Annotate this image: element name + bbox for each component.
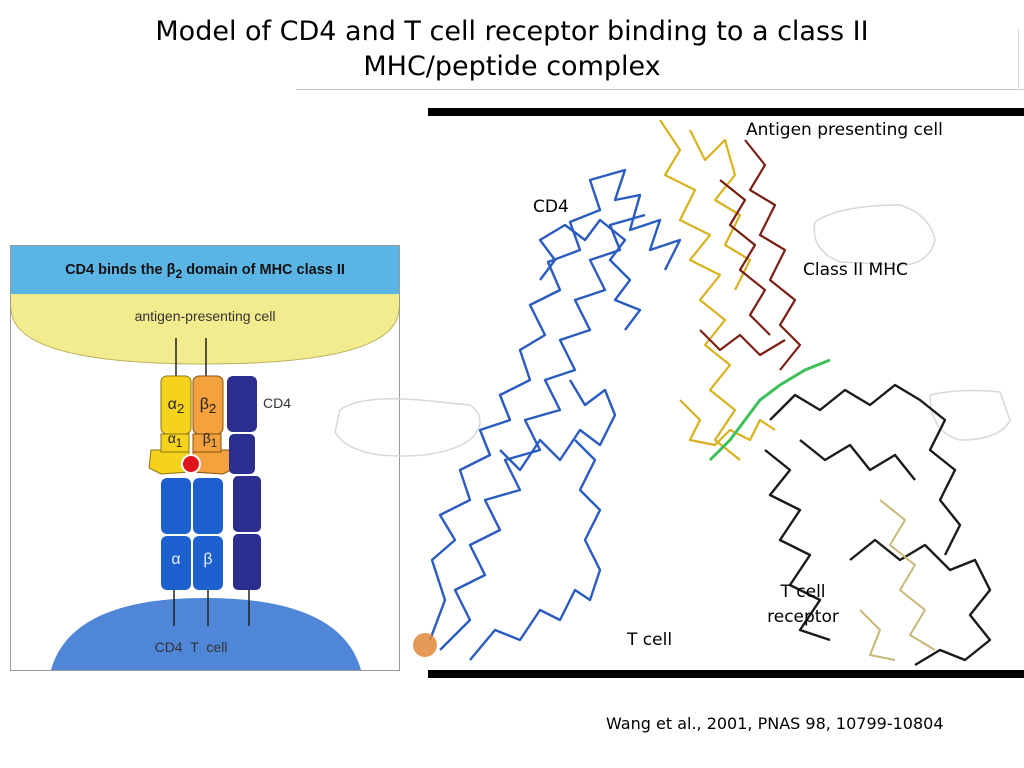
diagram-drawing (11, 294, 399, 670)
diagram-header: CD4 binds the β2 domain of MHC class II (11, 246, 399, 294)
cd4-d4 (233, 534, 261, 590)
tcr-structure-label: T cell receptor (748, 580, 858, 630)
header-sub: 2 (175, 266, 183, 281)
tcr-beta-backbone (859, 499, 936, 661)
cd4-chain-5 (538, 218, 642, 331)
mhc-beta-chain-3 (699, 329, 786, 357)
tcr-label-line-1: T cell (780, 582, 826, 602)
tcr-alpha-chain-1 (769, 383, 962, 556)
cd4-chain-2 (439, 213, 646, 651)
beta2-label: β2 (199, 396, 217, 417)
mhc-alpha-chain-1 (659, 119, 741, 461)
cd4-d1 (227, 376, 257, 432)
outline-right-top (813, 204, 936, 266)
tcr-beta-c (193, 536, 223, 590)
peptide (181, 454, 201, 474)
tcell-membrane (51, 598, 361, 670)
apc-structure-label: Antigen presenting cell (746, 120, 943, 140)
tcell-structure-label: T cell (627, 630, 673, 650)
tcr-alpha-label: α (171, 551, 181, 568)
tcell-label: CD4 T cell (154, 639, 228, 655)
mhc-beta-backbone (699, 139, 802, 371)
apc-label: antigen-presenting cell (134, 308, 276, 324)
mhc-alpha-backbone (659, 119, 776, 461)
membrane-anchor (413, 633, 437, 657)
cd4-chain-3 (469, 439, 602, 661)
title-underline (296, 89, 1024, 90)
header-suffix: domain of MHC class II (182, 262, 345, 278)
apc-membrane (11, 294, 399, 364)
cd4-structure-label: CD4 (533, 197, 569, 217)
mhc-beta-chain-2 (719, 179, 771, 336)
alpha2-label: α2 (167, 396, 185, 417)
tcr-alpha-backbone (764, 383, 992, 667)
cd4-binding-diagram: CD4 binds the β2 domain of MHC class II … (10, 245, 400, 671)
mhc-alpha-chain-3 (679, 399, 776, 447)
tcr-alpha-c (161, 536, 191, 590)
outline-right-mid (929, 389, 1011, 441)
apc-membrane-edge (11, 307, 399, 365)
alpha1-label: α1 (167, 430, 183, 450)
panel-bottom-border (428, 670, 1024, 678)
title-line-1: Model of CD4 and T cell receptor binding… (155, 16, 869, 47)
mhc-alpha-chain-2 (689, 129, 752, 291)
tcr-alpha-chain-4 (849, 538, 992, 667)
tcr-beta-chain-1 (879, 499, 936, 651)
cd4-backbone (428, 168, 682, 661)
cd4-chain-4 (499, 379, 617, 472)
cd4-label: CD4 (263, 395, 292, 411)
header-beta: β (166, 262, 176, 278)
tcr-beta-label: β (203, 551, 213, 568)
outline-left (334, 398, 481, 457)
header-prefix: CD4 binds the (65, 262, 167, 278)
title-line-2: MHC/peptide complex (363, 51, 661, 82)
tcr-alpha-chain-2 (764, 449, 831, 642)
tcr-beta-v (193, 478, 223, 534)
citation: Wang et al., 2001, PNAS 98, 10799-10804 (606, 714, 944, 733)
alpha1-stem (160, 433, 190, 453)
mhc-beta-chain-1 (744, 139, 802, 371)
beta1-stem (192, 433, 222, 453)
slide-title: Model of CD4 and T cell receptor binding… (0, 14, 1024, 84)
tcr-beta-chain-2 (859, 609, 896, 661)
tcr-label-line-2: receptor (767, 607, 839, 627)
cd4-d3 (233, 476, 261, 532)
panel-top-border (428, 108, 1024, 116)
peptide-backbone (708, 358, 831, 462)
cd4-chain-1 (428, 168, 682, 641)
title-border (1018, 28, 1019, 90)
cd4-d2 (229, 434, 255, 474)
mhc-structure-label: Class II MHC (803, 260, 908, 280)
tcr-alpha-v (161, 478, 191, 534)
beta1-label: β1 (202, 430, 218, 450)
tcr-alpha-chain-3 (799, 439, 916, 481)
